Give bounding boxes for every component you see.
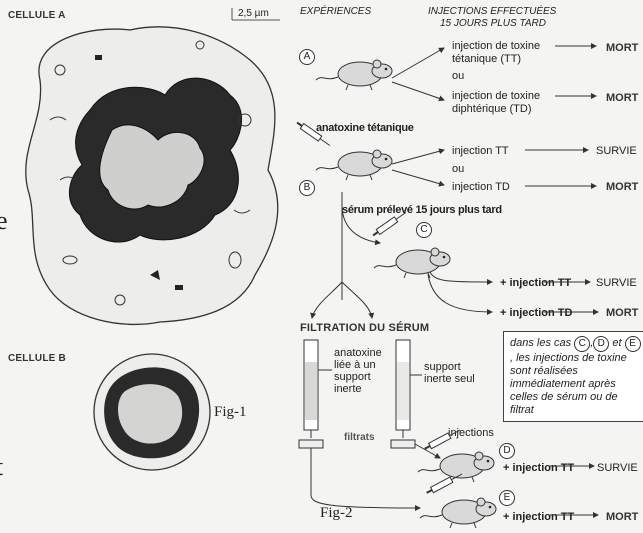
- filter-column-1: [299, 340, 332, 448]
- arrow-c-2: [428, 274, 492, 312]
- arrow-c-1: [430, 272, 492, 282]
- arrow-to-col-1: [312, 282, 342, 318]
- mouse-c-drawing: [374, 248, 450, 278]
- mouse-e-drawing: [420, 498, 496, 528]
- syringe-b: [295, 120, 331, 148]
- arrow-a-1: [392, 48, 444, 78]
- arrow-b-1: [392, 150, 444, 164]
- arrow-serum-to-c: [342, 205, 380, 243]
- scale-bar: [232, 8, 280, 20]
- mouse-a-drawing: [316, 60, 392, 90]
- arrow-b-2: [392, 170, 444, 185]
- syringe-d: [423, 427, 461, 451]
- arrow-a-2: [392, 82, 444, 100]
- mouse-b-drawing: [316, 150, 392, 180]
- arrow-filtrat-to-e: [311, 448, 420, 508]
- arrow-to-col-2: [342, 282, 372, 318]
- cell-a-drawing: [26, 27, 278, 325]
- cell-b-drawing: [94, 354, 210, 470]
- syringe-c: [371, 210, 407, 238]
- filter-column-2: [391, 340, 422, 448]
